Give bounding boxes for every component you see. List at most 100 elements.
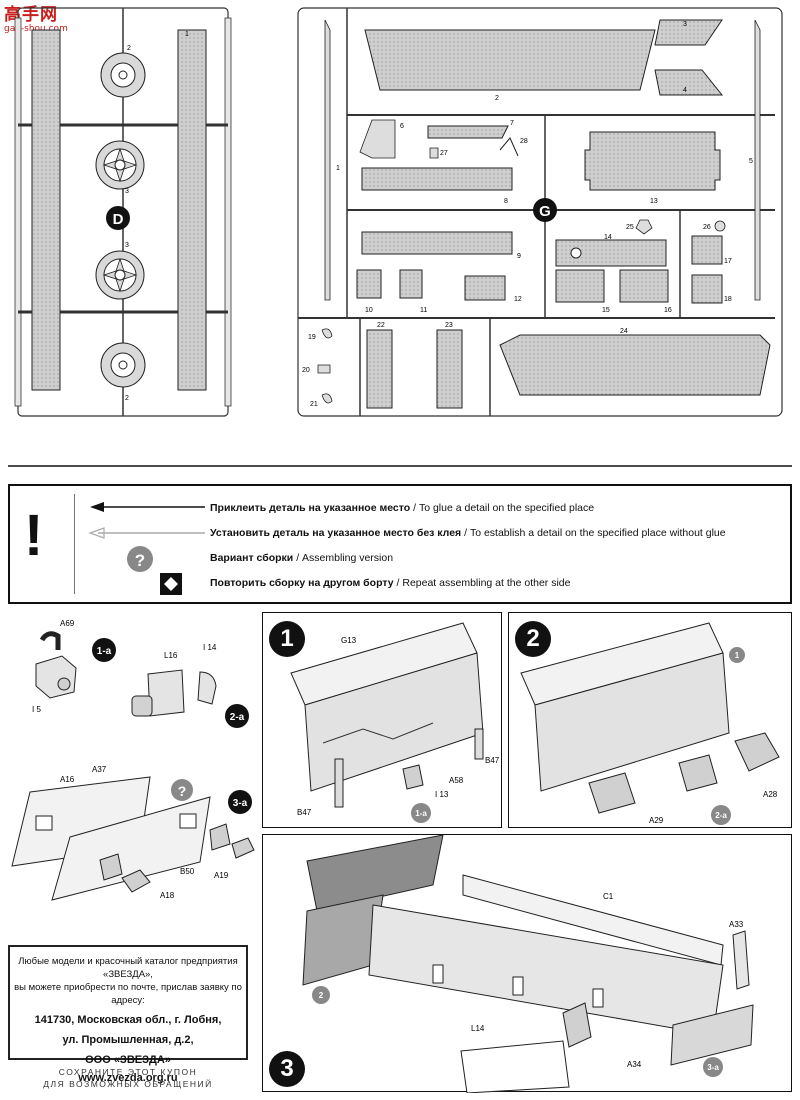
sprue-g-badge <box>533 198 557 222</box>
sprue-d-label-1: 1 <box>185 31 189 38</box>
coupon-address-3: ООО «ЗВЕЗДА» <box>85 1054 171 1066</box>
svg-text:14: 14 <box>604 234 612 241</box>
sprue-d-label-2-bottom: 2 <box>125 395 129 402</box>
subassemblies-svg: A69 I 5 1-a L16 I 14 2-a A16 A37 B50 A19… <box>11 619 255 901</box>
step-3-panel: 3 2 C1 A33 L14 A34 3-a <box>262 834 792 1093</box>
svg-text:12: 12 <box>514 296 522 303</box>
subassembly-1a: A69 I 5 1-a <box>32 619 116 714</box>
sprue-d-label-2-top: 2 <box>127 45 131 52</box>
question-circle-icon <box>127 546 153 572</box>
coupon-address-1: 141730, Московская обл., г. Лобня, <box>34 1014 222 1026</box>
svg-text:L16: L16 <box>164 651 178 660</box>
subassembly-3a: A16 A37 B50 A19 A18 ? 3-a <box>11 765 255 901</box>
svg-text:2: 2 <box>319 991 324 1000</box>
svg-text:A29: A29 <box>649 816 664 825</box>
svg-text:I 5: I 5 <box>32 705 41 714</box>
step-1-drawing: G13 B47 A58 I 13 B47 1-a <box>290 622 500 823</box>
svg-text:A18: A18 <box>160 891 175 900</box>
sprue-d-label-3b: 3 <box>125 242 129 249</box>
svg-text:B47: B47 <box>297 808 312 817</box>
svg-text:21: 21 <box>310 401 318 408</box>
svg-text:1: 1 <box>336 165 340 172</box>
mail-order-coupon: Любые модели и красочный каталог предпри… <box>8 945 248 1084</box>
svg-text:27: 27 <box>440 150 448 157</box>
svg-text:1: 1 <box>735 651 740 660</box>
svg-text:A16: A16 <box>60 775 75 784</box>
svg-text:2-a: 2-a <box>230 712 245 723</box>
svg-text:A58: A58 <box>449 776 464 785</box>
svg-text:I 13: I 13 <box>435 790 449 799</box>
svg-text:9: 9 <box>517 253 521 260</box>
svg-text:1-a: 1-a <box>97 646 112 657</box>
svg-text:A37: A37 <box>92 765 107 774</box>
sprue-d: 2 1 3 3 2 D <box>14 7 232 417</box>
svg-text:B50: B50 <box>180 867 195 876</box>
svg-text:B47: B47 <box>485 756 500 765</box>
svg-text:13: 13 <box>650 198 658 205</box>
svg-text:I 14: I 14 <box>203 643 217 652</box>
svg-text:15: 15 <box>602 307 610 314</box>
attention-mark: ! <box>24 503 44 568</box>
svg-text:7: 7 <box>510 120 514 127</box>
svg-text:19: 19 <box>308 334 316 341</box>
step-3-badge: 3 <box>269 1051 305 1087</box>
svg-text:18: 18 <box>724 296 732 303</box>
svg-text:16: 16 <box>664 307 672 314</box>
svg-text:L14: L14 <box>471 1024 485 1033</box>
svg-text:3: 3 <box>683 21 687 28</box>
legend-separator <box>74 494 75 594</box>
svg-text:?: ? <box>178 783 187 799</box>
svg-text:1-a: 1-a <box>415 809 427 818</box>
svg-text:26: 26 <box>703 224 711 231</box>
svg-text:G13: G13 <box>341 636 357 645</box>
step-2-badge: 2 <box>515 621 551 657</box>
step-2-drawing: 1 A28 A29 2-a <box>520 622 780 825</box>
svg-text:A19: A19 <box>214 871 229 880</box>
svg-text:3-a: 3-a <box>707 1063 719 1072</box>
step-3-drawing: 2 C1 A33 L14 A34 3-a <box>302 835 754 1093</box>
sprue-g-letter: G <box>539 203 551 220</box>
legend-icons: ? <box>88 502 205 595</box>
coupon-address-2: ул. Промышленная, д.2, <box>62 1034 194 1046</box>
svg-text:10: 10 <box>365 307 373 314</box>
svg-text:2-a: 2-a <box>715 811 727 820</box>
legend-repeat: Повторить сборку на другом борту / Repea… <box>210 577 571 589</box>
sprue-d-badge <box>106 206 130 230</box>
svg-text:24: 24 <box>620 328 628 335</box>
step-1-badge: 1 <box>269 621 305 657</box>
coupon-line-2: вы можете приобрести по почте, прислав з… <box>14 982 242 1006</box>
step-1-panel: 1 G13 B47 A58 I 13 B47 1-a <box>262 612 502 828</box>
subassembly-2a: L16 I 14 2-a <box>131 643 249 728</box>
svg-text:A69: A69 <box>60 619 75 628</box>
svg-text:5: 5 <box>749 158 753 165</box>
svg-text:17: 17 <box>724 258 732 265</box>
sprue-g: 2 3 4 1 5 6 7 28 27 8 13 25 26 14 9 17 1… <box>297 7 783 417</box>
svg-text:4: 4 <box>683 87 687 94</box>
svg-text:20: 20 <box>302 367 310 374</box>
symbol-legend: ! ? Приклеить деталь на указанное место … <box>8 484 792 604</box>
sprue-d-letter: D <box>113 211 124 228</box>
svg-text:25: 25 <box>626 224 634 231</box>
coupon-footer-2: ДЛЯ ВОЗМОЖНЫХ ОБРАЩЕНИЙ <box>43 1079 213 1089</box>
coupon-line-1: Любые модели и красочный каталог предпри… <box>18 956 238 980</box>
coupon-footer-1: СОХРАНИТЕ ЭТОТ КУПОН <box>58 1067 198 1077</box>
svg-text:?: ? <box>135 551 145 570</box>
svg-text:A34: A34 <box>627 1060 642 1069</box>
coupon-footer: СОХРАНИТЕ ЭТОТ КУПОН ДЛЯ ВОЗМОЖНЫХ ОБРАЩ… <box>8 1066 248 1090</box>
svg-text:A28: A28 <box>763 790 778 799</box>
legend-glue: Приклеить деталь на указанное место / To… <box>210 502 595 514</box>
watermark-url: gao-shou.com <box>4 24 68 34</box>
sprue-d-label-3a: 3 <box>125 188 129 195</box>
sprues-svg: 2 1 3 3 2 D <box>8 7 792 467</box>
svg-text:8: 8 <box>504 198 508 205</box>
glue-arrow-icon <box>90 502 104 512</box>
coupon-website: www.zvezda.org.ru <box>78 1072 178 1084</box>
svg-text:C1: C1 <box>603 892 614 901</box>
svg-text:28: 28 <box>520 138 528 145</box>
svg-text:11: 11 <box>420 307 427 314</box>
svg-text:23: 23 <box>445 322 453 329</box>
svg-text:6: 6 <box>400 123 404 130</box>
svg-text:22: 22 <box>377 322 385 329</box>
svg-text:A33: A33 <box>729 920 744 929</box>
step-2-panel: 2 1 A28 A29 2-a <box>508 612 792 828</box>
